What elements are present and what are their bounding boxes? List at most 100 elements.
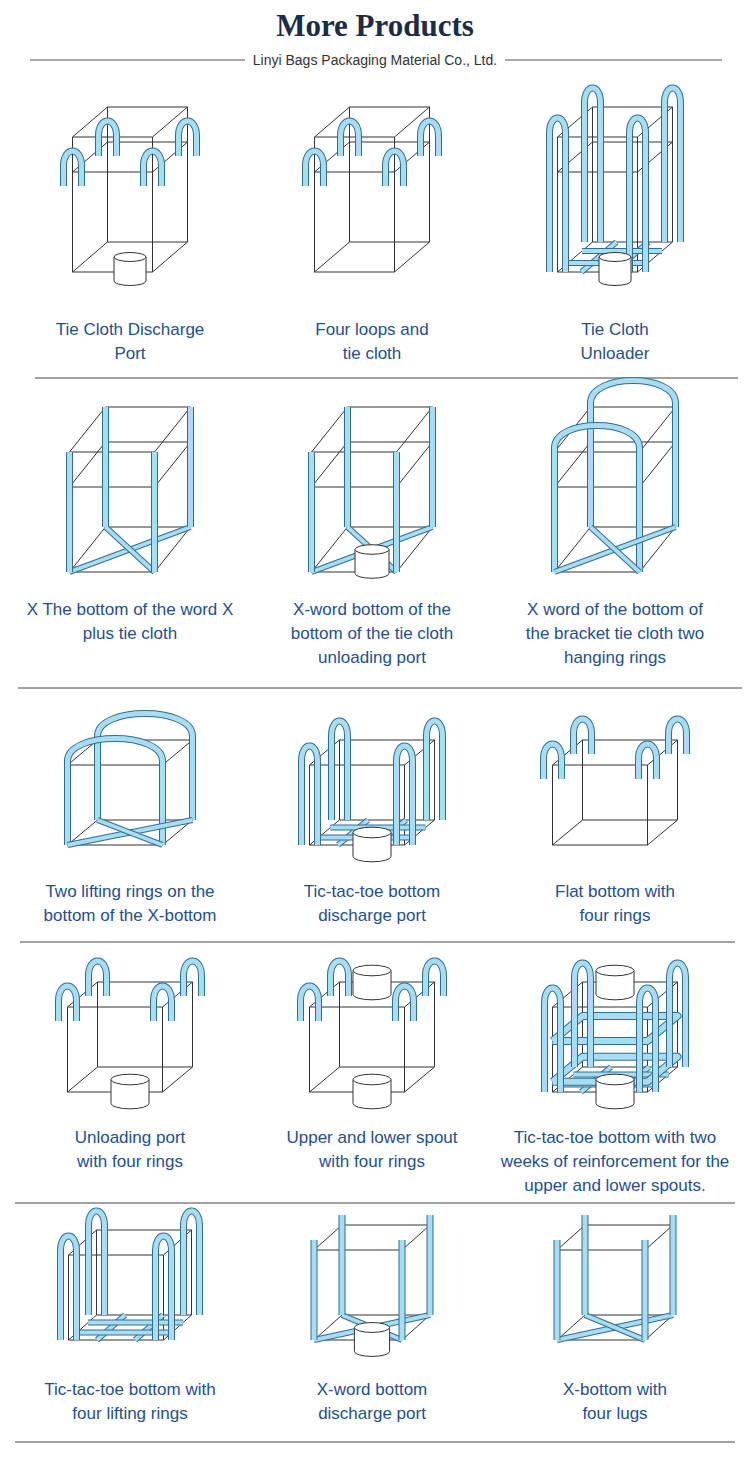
strap-outline [70,527,191,572]
caption-cell: X-bottom with four lugs [555,1378,675,1426]
strap-outline [397,746,413,845]
strap-outline [427,1215,434,1315]
strap [59,986,77,1021]
strap [544,744,562,779]
strap [156,1236,172,1340]
strap-outline [550,118,566,272]
strap [340,1215,345,1315]
strap-outline [669,719,687,754]
bag-outline [339,982,340,1067]
strap-outline [427,721,443,820]
top-spout-rim [353,965,391,976]
bag-outline [677,740,678,820]
caption: X word of the bottom of the bracket tie … [515,598,715,669]
row-divider [18,688,742,689]
bag-outline [162,1007,163,1092]
strap-outline [396,986,414,1021]
bag-outline [152,137,153,272]
bag-illustration [557,1215,673,1340]
strap-outline [591,527,640,572]
strap [67,452,72,572]
strap-outline [184,961,202,996]
strap [106,527,155,572]
strap-outline [301,986,319,1021]
strap [669,719,687,754]
bottom-spout-rim [355,545,389,555]
bag-outline [557,137,558,272]
strap [331,961,349,996]
bag-outline [311,452,312,572]
bag-outline [404,765,405,845]
caption: Unloading port with four rings [68,1126,193,1174]
title-cell: More Products [0,8,750,44]
strap [396,986,414,1021]
strap [585,1315,645,1340]
strap [671,1215,676,1315]
strap [550,118,566,272]
strap-outline [555,426,640,573]
bag-outline [396,452,397,572]
bag-outline [429,107,430,242]
strap-outline [179,121,197,156]
bag-outline [315,142,430,172]
strap [89,961,107,996]
strap [630,118,646,272]
strap [70,527,191,572]
row-divider [20,942,735,943]
bag-outline [67,1007,68,1092]
bag-outline [97,982,98,1067]
strap [639,744,657,779]
strap [386,151,404,186]
strap [555,426,640,573]
strap-outline [156,1236,172,1340]
bottom-spout-rim [111,1074,149,1085]
bag-outline [557,1225,673,1250]
strap [555,527,676,572]
caption-cell: Tic-tac-toe bottom discharge port [292,880,452,928]
caption-cell: Two lifting rings on the bottom of the X… [30,880,230,928]
bag-outline [312,442,433,487]
caption: Tie Cloth Discharge Port [55,318,205,366]
bag-outline [73,142,188,172]
strap-outline [61,1236,77,1340]
top-spout-rim [596,965,634,976]
strap-outline [545,988,561,1092]
bag-outline [68,1255,69,1340]
subtitle-cell: Linyi Bags Packaging Material Co., Ltd. [0,51,750,69]
caption: X-bottom with four lugs [555,1378,675,1426]
strap-outline [144,151,162,186]
strap [643,1240,648,1340]
strap-outline [670,963,686,1067]
bag-outline [72,137,73,272]
bag-outline [552,765,553,845]
bag-outline [187,107,188,242]
strap [394,452,399,572]
bag-outline [309,1007,310,1092]
strap-outline [106,527,155,572]
strap [345,407,350,527]
strap-outline [64,151,82,186]
bag-outline [70,527,191,572]
strap [68,820,193,845]
strap-outline [98,820,163,845]
strap-outline [429,407,436,527]
caption: Flat bottom with four rings [548,880,683,928]
strap-outline [102,407,109,527]
bag-illustration [312,407,433,578]
strap-outline [89,1211,105,1315]
bag-outline [315,107,430,137]
strap-outline [308,452,315,572]
bottom-spout-rim [599,253,631,262]
bag-outline [191,1230,192,1315]
strap [184,961,202,996]
bag-outline [163,1255,164,1340]
caption: X-word bottom discharge port [310,1378,435,1426]
bag-outline [553,820,678,845]
bag-outline [312,407,433,452]
caption: X-word bottom of the bottom of the tie c… [275,598,470,669]
bag-outline [582,740,583,820]
strap-outline [591,381,676,528]
strap-outline [582,1215,589,1315]
caption-cell: X The bottom of the word X plus tie clot… [23,598,238,646]
strap [421,121,439,156]
